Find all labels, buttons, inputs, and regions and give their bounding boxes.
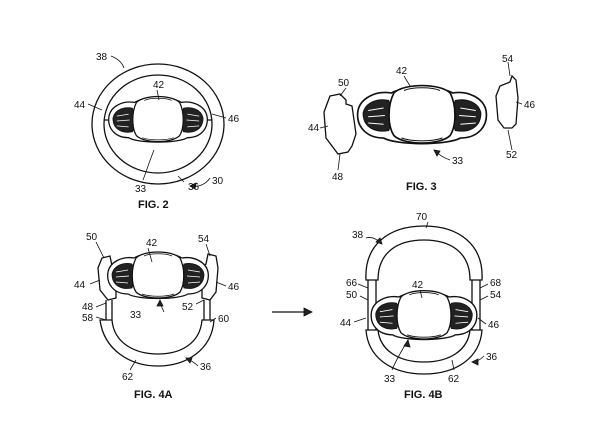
figure-4a: 50 42 54 44 46 48 58 33 52 60 62 36 FIG.… [74, 232, 240, 401]
ref-46: 46 [228, 114, 240, 125]
ref-44: 44 [74, 280, 86, 291]
ref-36: 36 [200, 362, 212, 373]
ref-50: 50 [86, 232, 98, 243]
ref-48: 48 [332, 172, 344, 183]
ref-42: 42 [146, 238, 158, 249]
right-arrow-icon [272, 307, 313, 317]
hub-assembly [108, 95, 208, 143]
ref-33: 33 [130, 310, 142, 321]
caption-fig3: FIG. 3 [406, 181, 437, 193]
ref-42: 42 [396, 66, 408, 77]
upper-rim-section [365, 225, 483, 281]
ref-38: 38 [352, 230, 364, 241]
ref-46: 46 [228, 282, 240, 293]
ref-50: 50 [346, 290, 358, 301]
figure-4b: 70 38 66 68 42 50 54 44 46 33 62 36 FIG.… [340, 212, 502, 401]
figure-3: 50 42 54 44 46 52 48 33 FIG. 3 [308, 54, 536, 193]
ref-66: 66 [346, 278, 358, 289]
ref-42: 42 [412, 280, 424, 291]
caption-fig2: FIG. 2 [138, 199, 169, 211]
ref-50: 50 [338, 78, 350, 89]
lower-rim-section [99, 319, 215, 367]
ref-52: 52 [506, 150, 518, 161]
ref-36: 36 [486, 352, 498, 363]
ref-33: 33 [452, 156, 464, 167]
ref-30: 30 [212, 176, 224, 187]
ref-60: 60 [218, 314, 230, 325]
left-bracket [323, 93, 357, 155]
ref-54: 54 [198, 234, 210, 245]
ref-33: 33 [135, 184, 147, 195]
hub-assembly [370, 290, 478, 341]
ref-52: 52 [182, 302, 194, 313]
caption-fig4b: FIG. 4B [404, 389, 443, 401]
right-bracket [495, 74, 519, 129]
ref-70: 70 [416, 212, 428, 223]
ref-58: 58 [82, 313, 94, 324]
ref-33: 33 [384, 374, 396, 385]
hub-assembly [356, 84, 488, 145]
ref-44: 44 [308, 123, 320, 134]
caption-fig4a: FIG. 4A [134, 389, 173, 401]
ref-54: 54 [490, 290, 502, 301]
ref-62: 62 [122, 372, 134, 383]
ref-36: 36 [188, 182, 200, 193]
ref-46: 46 [524, 100, 536, 111]
hub-assembly [107, 251, 209, 300]
ref-46: 46 [488, 320, 500, 331]
ref-44: 44 [74, 100, 86, 111]
ref-48: 48 [82, 302, 94, 313]
ref-42: 42 [153, 80, 165, 91]
figure-2: 38 42 44 46 33 36 30 FIG. 2 [74, 52, 240, 211]
ref-62: 62 [448, 374, 460, 385]
ref-54: 54 [502, 54, 514, 65]
ref-68: 68 [490, 278, 502, 289]
ref-38: 38 [96, 52, 108, 63]
ref-44: 44 [340, 318, 352, 329]
